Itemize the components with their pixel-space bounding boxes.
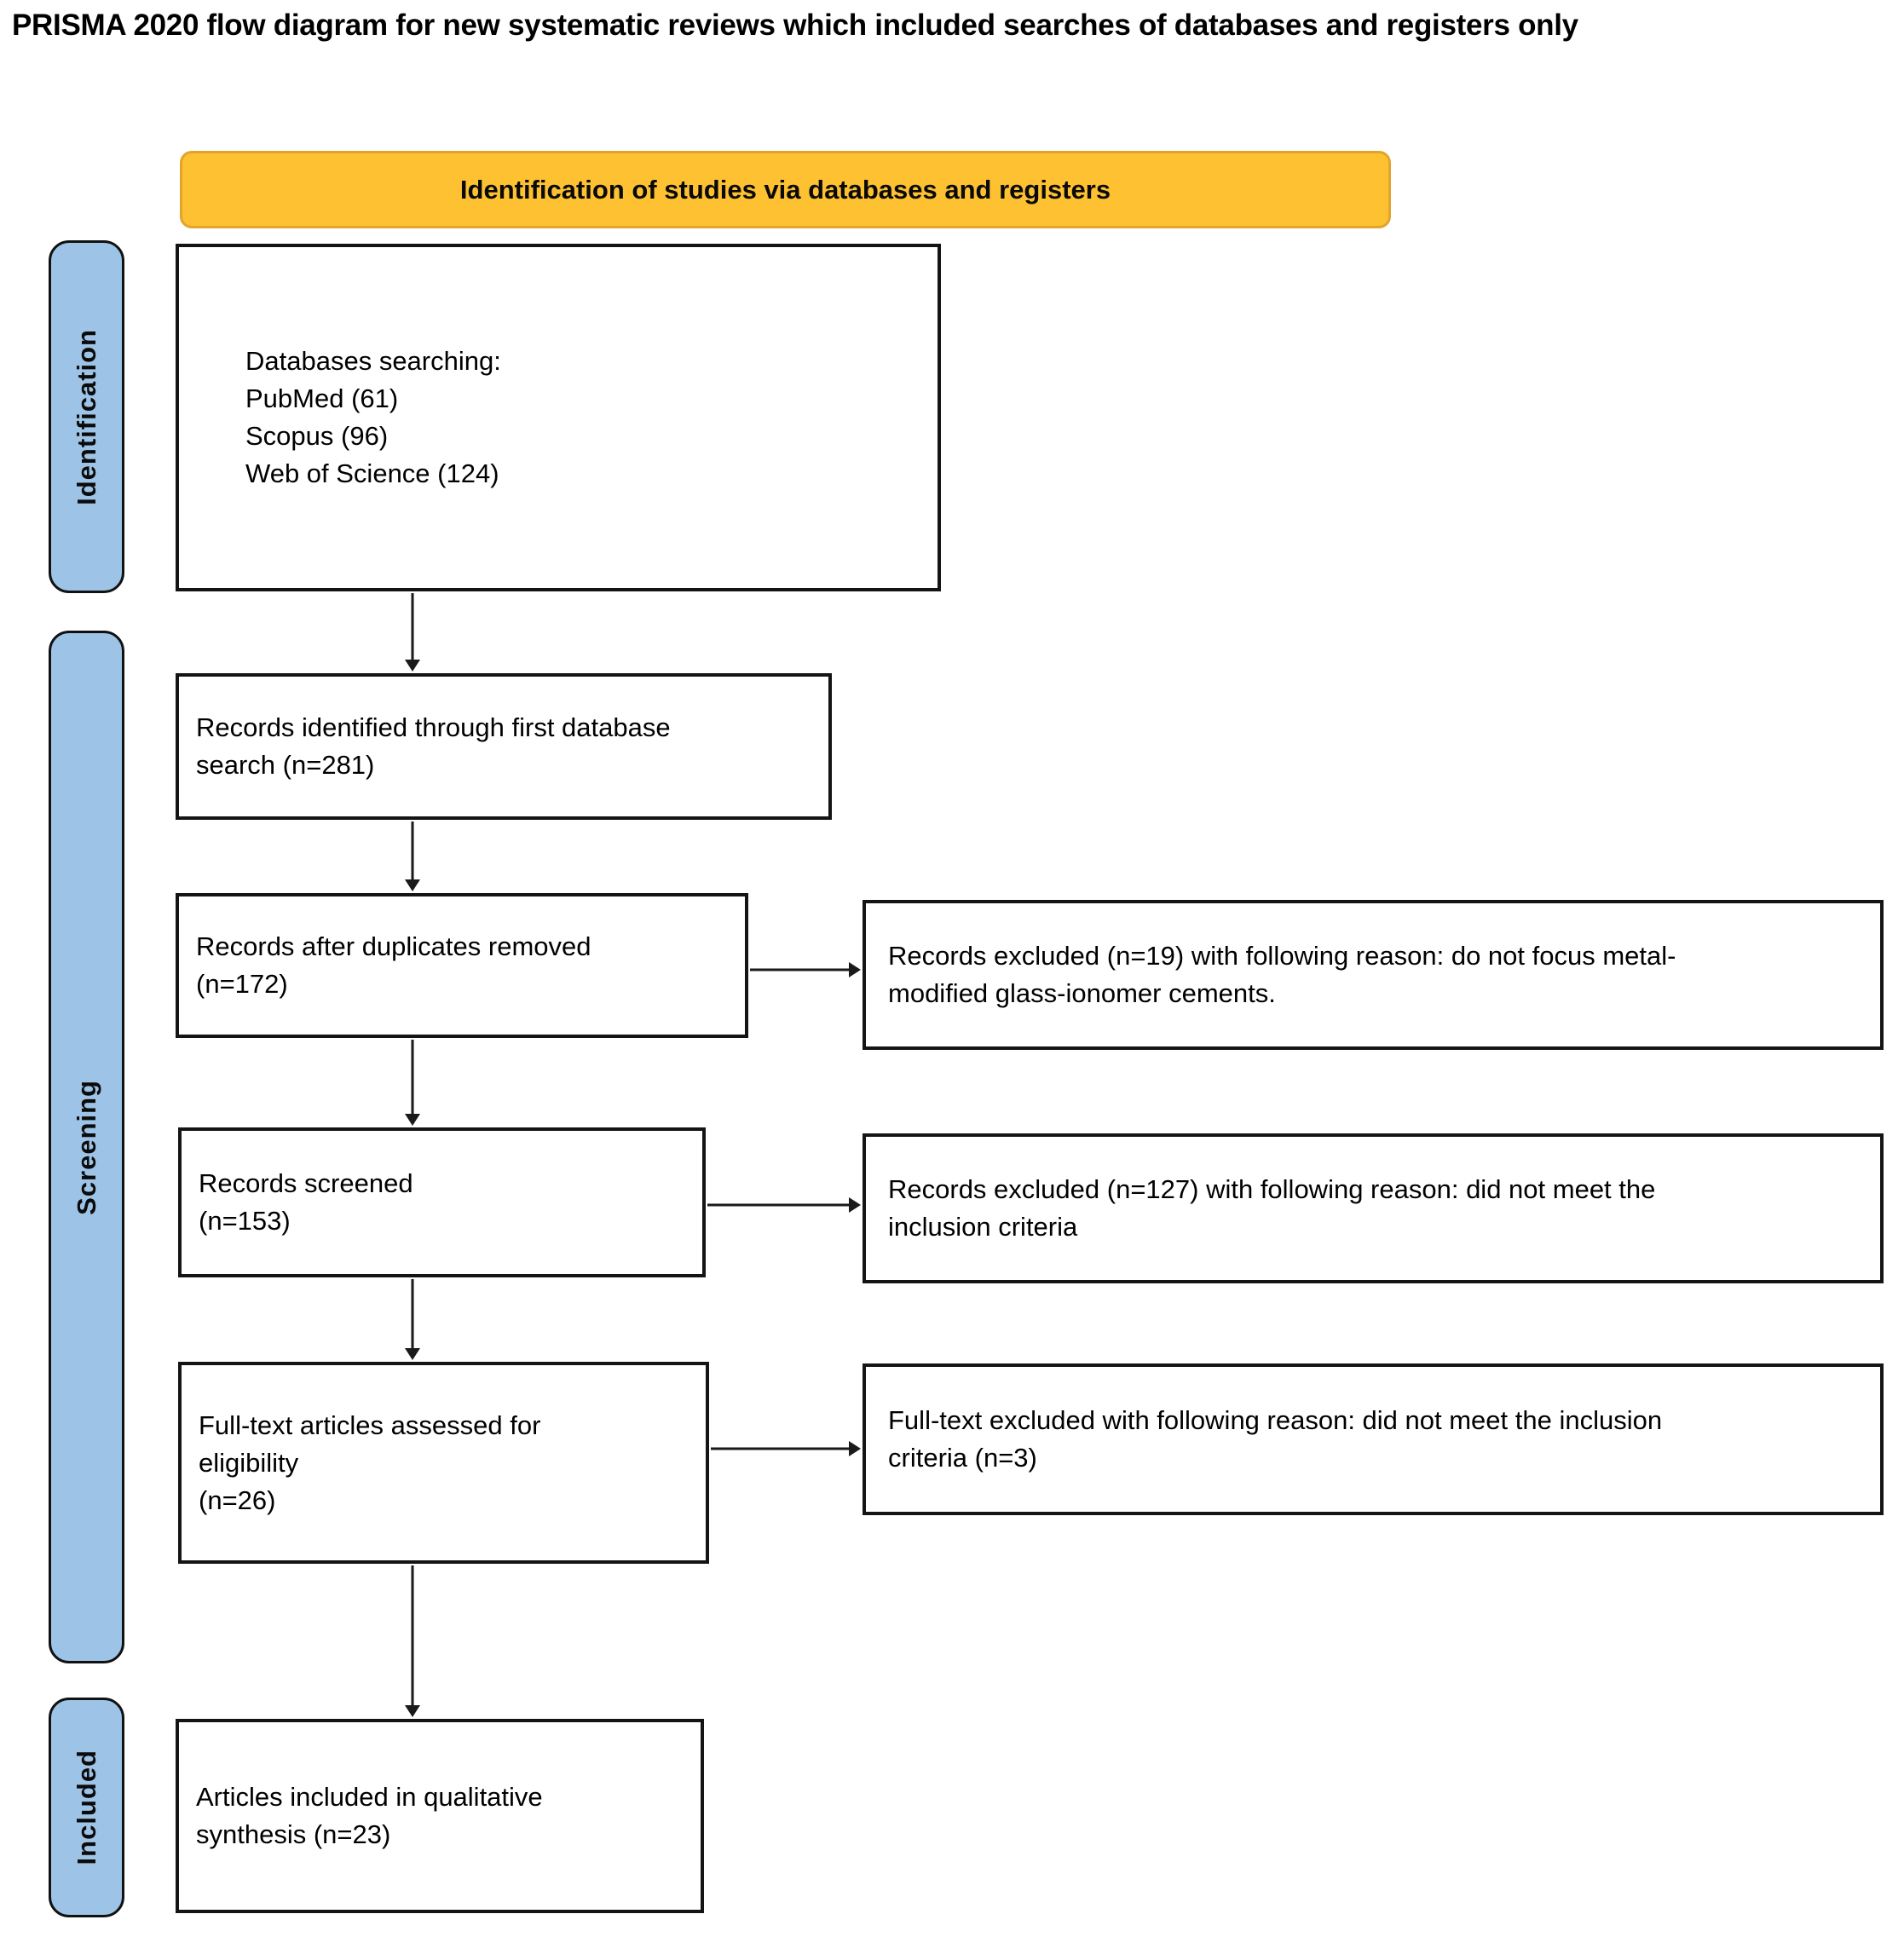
connector-line xyxy=(411,593,414,660)
box-text-line: search (n=281) xyxy=(196,750,375,780)
arrowhead-down-icon xyxy=(405,1705,420,1717)
connector-line xyxy=(707,1203,850,1207)
box-text-line: Web of Science (124) xyxy=(245,458,499,488)
connector-line xyxy=(411,1279,414,1349)
box-text-line: Records screened xyxy=(199,1168,413,1198)
stage-bar-included: Included xyxy=(49,1698,124,1917)
box-text-line: Records identified through first databas… xyxy=(196,712,671,742)
box-records-after-duplicates: Records after duplicates removed (n=172) xyxy=(176,893,748,1038)
connector-fulltext-to-excluded3 xyxy=(711,1440,861,1457)
arrowhead-right-icon xyxy=(849,1441,861,1456)
connector-databases-to-identified xyxy=(404,593,421,672)
arrowhead-down-icon xyxy=(405,1348,420,1360)
box-text-line: Full-text excluded with following reason… xyxy=(888,1405,1663,1435)
stage-bar-screening: Screening xyxy=(49,631,124,1663)
box-records-excluded-19: Records excluded (n=19) with following r… xyxy=(863,900,1884,1050)
box-text-line: Scopus (96) xyxy=(245,421,389,451)
box-fulltext-assessed: Full-text articles assessed for eligibil… xyxy=(178,1362,709,1564)
box-articles-included: Articles included in qualitative synthes… xyxy=(176,1719,704,1913)
box-text-line: (n=26) xyxy=(199,1484,276,1515)
box-records-identified: Records identified through first databas… xyxy=(176,673,832,820)
box-text-line: Records excluded (n=127) with following … xyxy=(888,1174,1656,1204)
box-text-line: Records after duplicates removed xyxy=(196,931,591,961)
arrowhead-down-icon xyxy=(405,879,420,891)
connector-deduplicated-to-screened xyxy=(404,1040,421,1126)
box-text-line: synthesis (n=23) xyxy=(196,1819,391,1849)
connector-screened-to-fulltext xyxy=(404,1279,421,1360)
connector-line xyxy=(750,968,850,971)
box-text-line: PubMed (61) xyxy=(245,383,399,413)
box-text-line: eligibility xyxy=(199,1447,299,1478)
banner-label: Identification of studies via databases … xyxy=(459,174,1111,205)
connector-screened-to-excluded127 xyxy=(707,1196,861,1214)
box-text-line: Full-text articles assessed for xyxy=(199,1410,541,1440)
box-fulltext-excluded-3: Full-text excluded with following reason… xyxy=(863,1363,1884,1515)
box-text-line: (n=153) xyxy=(199,1206,291,1236)
stage-bar-identification: Identification xyxy=(49,240,124,593)
box-text-line: Articles included in qualitative xyxy=(196,1782,543,1812)
connector-identified-to-deduplicated xyxy=(404,821,421,891)
box-records-screened: Records screened (n=153) xyxy=(178,1127,706,1277)
connector-deduplicated-to-excluded19 xyxy=(750,961,861,978)
box-text-line: Databases searching: xyxy=(245,346,501,376)
connector-line xyxy=(711,1447,850,1450)
arrowhead-down-icon xyxy=(405,660,420,672)
stage-label-included: Included xyxy=(71,1750,101,1865)
arrowhead-right-icon xyxy=(849,962,861,977)
page-title: PRISMA 2020 flow diagram for new systema… xyxy=(12,9,1578,42)
arrowhead-right-icon xyxy=(849,1197,861,1213)
stage-label-screening: Screening xyxy=(71,1079,101,1215)
box-text-line: inclusion criteria xyxy=(888,1212,1078,1242)
box-text-line: Records excluded (n=19) with following r… xyxy=(888,941,1676,971)
arrowhead-down-icon xyxy=(405,1114,420,1126)
banner-identification-of-studies: Identification of studies via databases … xyxy=(180,151,1391,228)
stage-label-identification: Identification xyxy=(71,328,101,505)
connector-line xyxy=(411,821,414,880)
connector-line xyxy=(411,1565,414,1706)
box-text-line: (n=172) xyxy=(196,969,288,999)
connector-line xyxy=(411,1040,414,1115)
box-text-line: criteria (n=3) xyxy=(888,1443,1037,1473)
box-text-line: modified glass-ionomer cements. xyxy=(888,978,1276,1008)
box-records-excluded-127: Records excluded (n=127) with following … xyxy=(863,1133,1884,1283)
box-databases-searching: Databases searching: PubMed (61) Scopus … xyxy=(176,244,941,591)
connector-fulltext-to-included xyxy=(404,1565,421,1717)
